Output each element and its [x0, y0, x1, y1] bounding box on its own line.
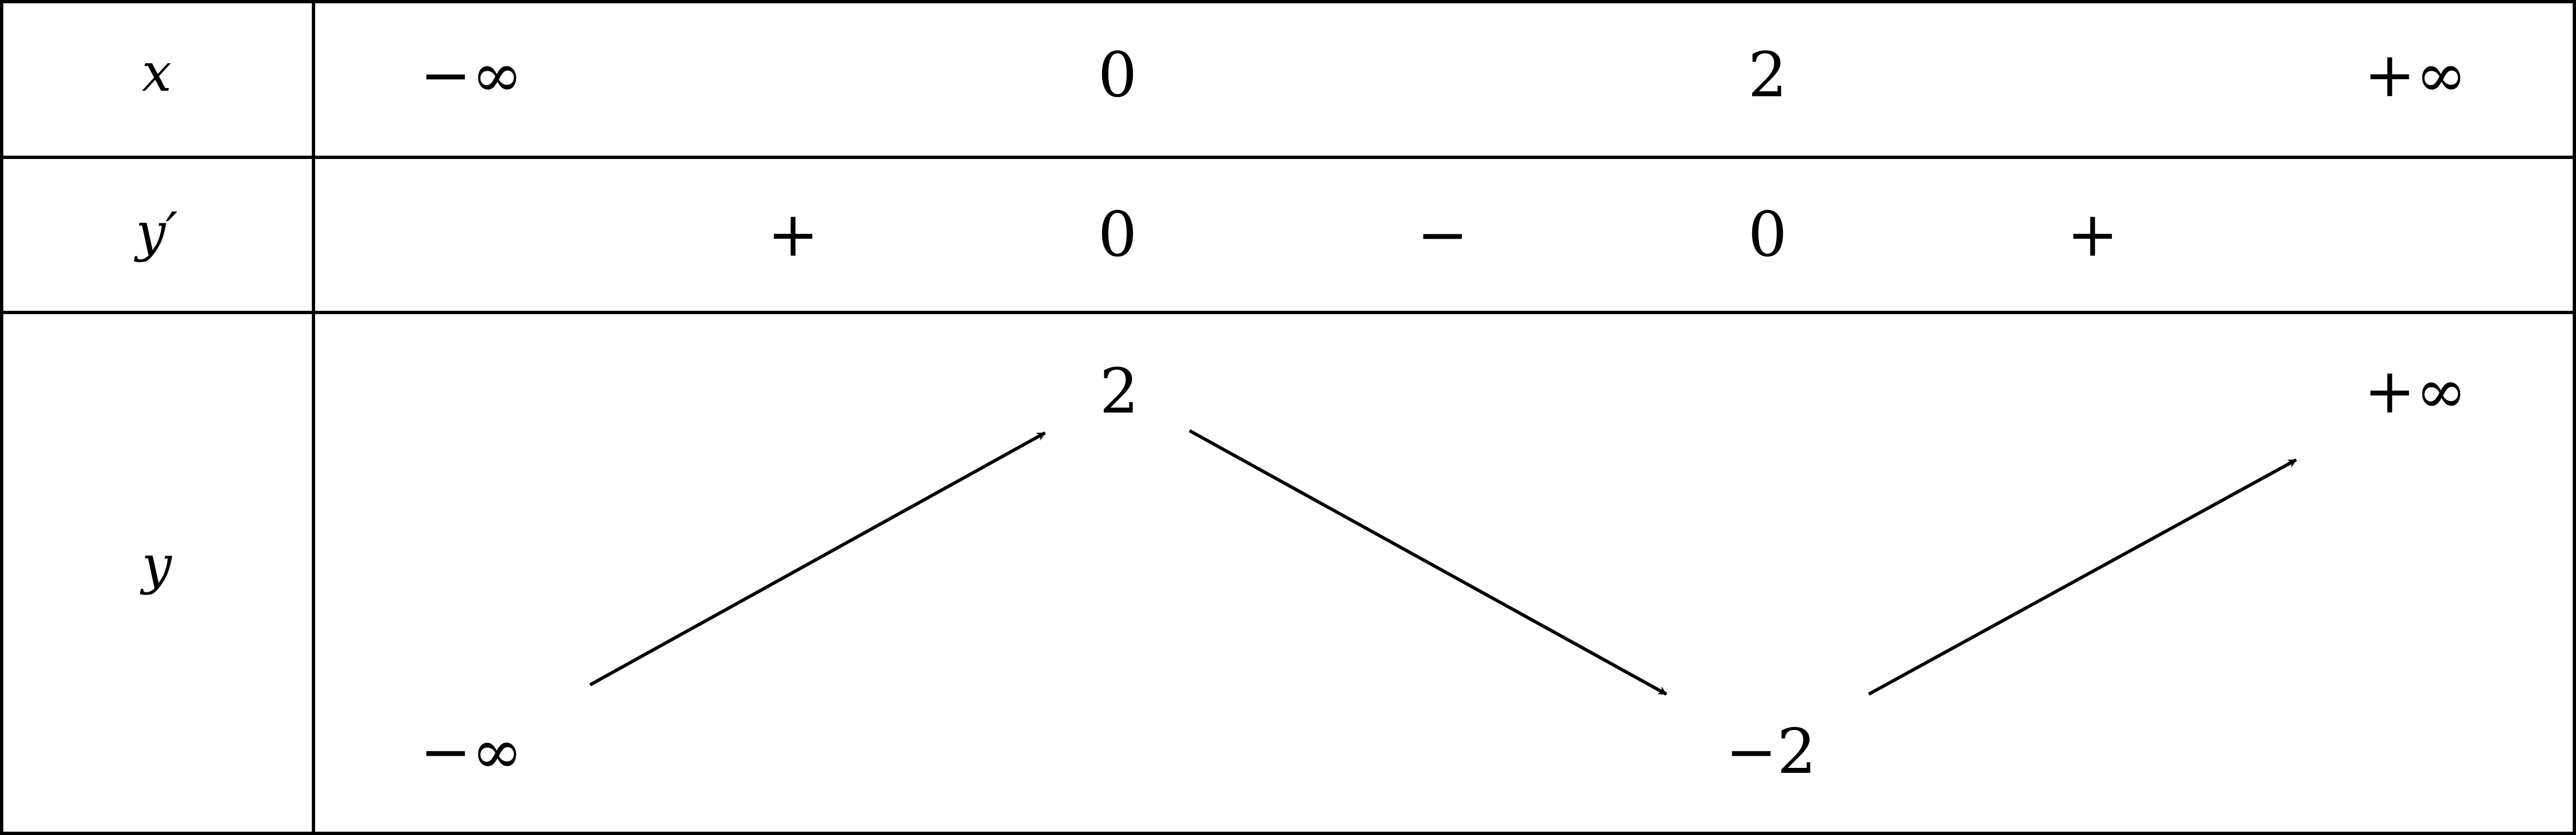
increasing-arrow-2 [1868, 458, 2297, 696]
x-value-zero: 0 [1098, 40, 1137, 111]
x-value-two: 2 [1748, 40, 1787, 111]
row-label-y: y [140, 534, 173, 596]
yprime-sign-1: + [767, 199, 819, 271]
y-value-max: 2 [1099, 356, 1138, 427]
row-label-yprime: y′ [134, 201, 178, 263]
y-value-start: −∞ [420, 716, 522, 788]
x-value-pos-infinity: +∞ [2364, 40, 2467, 111]
yprime-sign-3: + [2067, 199, 2118, 271]
y-value-end: +∞ [2364, 356, 2467, 427]
decreasing-arrow [1188, 429, 1667, 696]
yprime-zero-2: 0 [1748, 199, 1787, 271]
increasing-arrow-1 [589, 431, 1046, 686]
row-label-x: x [142, 42, 172, 103]
x-value-neg-infinity: −∞ [420, 40, 522, 111]
yprime-zero-1: 0 [1098, 199, 1137, 271]
yprime-sign-2: − [1417, 199, 1468, 271]
y-value-min: −2 [1725, 716, 1816, 788]
